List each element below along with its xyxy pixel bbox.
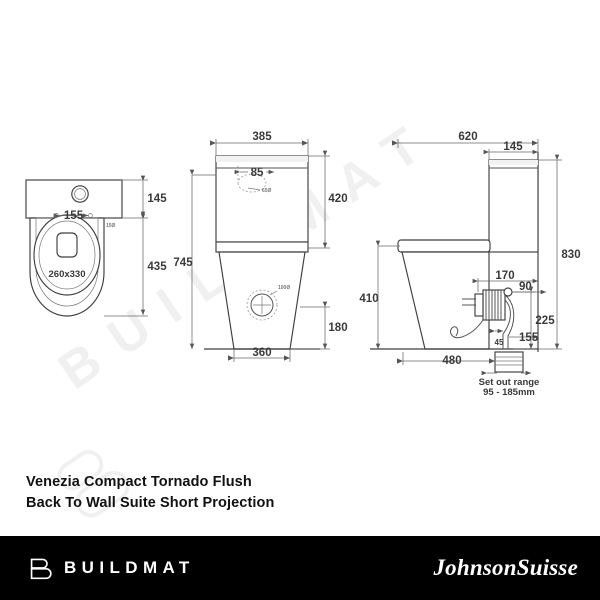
product-title-line-2: Back To Wall Suite Short Projection [26, 494, 275, 511]
johnsonsuisse-brand: JohnsonSuisse [433, 536, 578, 600]
side-dim-620: 620 [458, 131, 477, 143]
front-dim-385: 385 [252, 131, 272, 143]
front-dim-360: 360 [252, 347, 271, 359]
product-title: Venezia Compact Tornado Flush Back To Wa… [26, 472, 446, 513]
side-dim-145: 145 [503, 141, 523, 153]
plan-dim-145: 145 [147, 193, 167, 205]
front-dim-100d: 100Ø [278, 285, 290, 291]
side-dim-480: 480 [442, 355, 461, 367]
front-dim-65d: 65Ø [262, 188, 272, 194]
front-elevation-group: 85 65Ø 100Ø 385 360 745 [173, 131, 348, 362]
plan-dim-435: 435 [147, 261, 167, 273]
side-dim-155: 155 [519, 332, 539, 344]
side-dim-90: 90 [519, 281, 532, 293]
technical-drawing: .ln{stroke:#555;stroke-width:1;fill:none… [25, 131, 581, 398]
side-dim-170: 170 [495, 270, 514, 282]
plan-dim-15d: 15Ø [106, 223, 116, 229]
front-dim-420: 420 [328, 193, 347, 205]
side-outlet-hardware [449, 287, 524, 373]
buildmat-wordmark: BUILDMAT [64, 558, 195, 577]
plan-bowl-size-label: 260x330 [49, 269, 86, 280]
front-dim-180: 180 [328, 322, 347, 334]
side-note-setout-line2: 95 - 185mm [483, 387, 535, 398]
side-dim-410: 410 [359, 293, 378, 305]
front-dim-745: 745 [173, 257, 193, 269]
footer-bar: BUILDMAT JohnsonSuisse [0, 536, 600, 600]
side-dim-830: 830 [561, 249, 580, 261]
buildmat-brand: BUILDMAT [28, 536, 195, 600]
product-title-line-1: Venezia Compact Tornado Flush [26, 474, 252, 490]
buildmat-logo-icon [28, 556, 54, 580]
front-dim-85: 85 [251, 167, 264, 179]
johnsonsuisse-wordmark: JohnsonSuisse [433, 555, 578, 580]
plan-dim-155: 155 [64, 210, 84, 222]
plan-view-group: 260x330 155 15Ø 145 435 [25, 175, 167, 317]
side-dim-45: 45 [495, 338, 504, 347]
side-elevation-group: 620 145 830 410 170 90 22 [359, 131, 580, 398]
side-note-setout-line1: Set out range [479, 377, 540, 388]
side-dim-225: 225 [535, 315, 555, 327]
